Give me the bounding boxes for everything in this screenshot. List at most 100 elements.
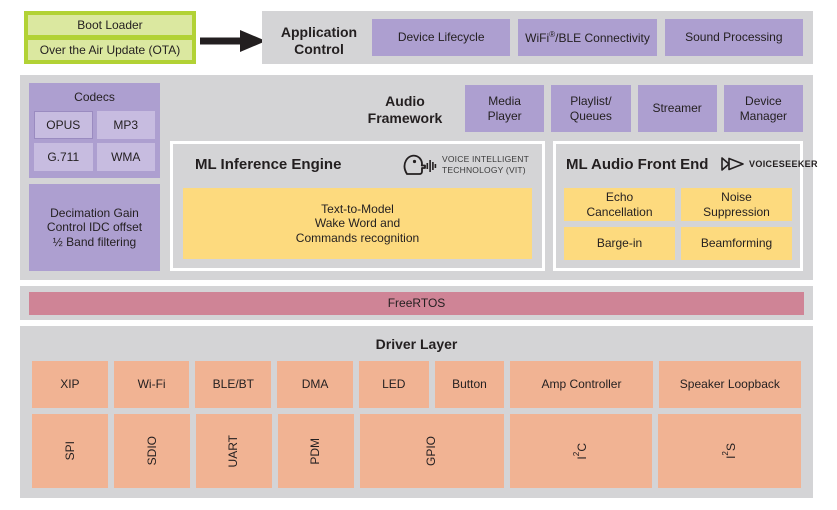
app-box-wifi-ble-connectivity[interactable]: WiFi®/BLE Connectivity [518,19,657,56]
rtos-container: FreeRTOS [20,286,813,320]
af-box-line2: Player [487,108,522,123]
mlafe-line1: Barge-in [596,236,643,251]
mlie-body-line3: Commands recognition [295,230,420,245]
af-box-streamer[interactable]: Streamer [637,85,717,132]
ml-inference-engine-panel: ML Inference Engine VOICE INTELLIGENT TE… [170,141,545,271]
driver-box-spi[interactable]: SPI [32,414,108,488]
codec-label: WMA [111,149,141,164]
mlafe-line1: Echo [605,189,634,204]
app-box-device-lifecycle[interactable]: Device Lifecycle [372,19,511,56]
mlafe-line1: Noise [721,189,752,204]
ota-update-box: Over the Air Update (OTA) [28,40,192,60]
decimation-block: Decimation Gain Control IDC offset ½ Ban… [29,184,160,271]
driver-box-wifi[interactable]: Wi-Fi [113,361,190,408]
af-box-line1: Media [488,93,521,108]
codecs-block: Codecs OPUS MP3 G.711 WMA [29,83,160,178]
driver-box-xip[interactable]: XIP [32,361,108,408]
driver-box-gpio[interactable]: GPIO [359,414,504,488]
mlie-body-line2: Wake Word and [314,216,401,231]
app-box-label: Device Lifecycle [397,30,485,45]
codec-cell-g711[interactable]: G.711 [34,143,93,171]
i2s-sup: 2 [720,451,730,456]
ota-update-label: Over the Air Update (OTA) [39,42,181,57]
app-title-line1: Application [280,24,358,40]
driver-box-uart[interactable]: UART [195,414,272,488]
mlafe-cell-beamforming[interactable]: Beamforming [681,227,792,260]
driver-box-sdio[interactable]: SDIO [113,414,190,488]
freertos-bar: FreeRTOS [29,292,804,315]
driver-box-label: UART [226,434,241,468]
af-box-line1: Playlist/ [570,93,612,108]
voiceseeker-chevron-icon [721,157,744,171]
codec-cell-mp3[interactable]: MP3 [96,111,155,139]
codecs-grid: OPUS MP3 G.711 WMA [34,111,155,171]
driver-box-led[interactable]: LED [358,361,429,408]
af-title-line1: Audio [385,93,425,109]
af-box-line1: Streamer [652,101,702,116]
af-box-line1: Device [745,93,782,108]
codec-label: MP3 [113,117,139,132]
mlafe-line2: Cancellation [586,204,653,219]
driver-box-button[interactable]: Button [434,361,505,408]
driver-box-label: Amp Controller [541,377,622,392]
i2c-post: C [575,442,590,452]
driver-box-label: PDM [308,437,323,465]
decimation-line2: Control IDC offset [46,220,143,235]
af-box-playlist-queues[interactable]: Playlist/Queues [551,85,631,132]
codecs-column: Codecs OPUS MP3 G.711 WMA [29,83,160,271]
codecs-title-label: Codecs [74,90,115,105]
driver-layer-container: Driver Layer XIP Wi-Fi BLE/BT DMA LED Bu… [20,326,813,498]
app-box-label: WiFi®/BLE Connectivity [525,30,650,46]
driver-box-label: GPIO [424,435,439,466]
driver-box-i2c[interactable]: I2C [509,414,653,488]
voiceseeker-text: VOICESEEKER [749,159,818,169]
app-title-line2: Control [294,40,344,57]
vit-logo: VOICE INTELLIGENT TECHNOLOGY (VIT) [403,152,529,178]
ml-inference-engine-title: ML Inference Engine [195,156,341,174]
mlafe-line1: Beamforming [700,236,773,251]
driver-box-label: Wi-Fi [137,377,166,392]
i2s-post: S [723,443,738,452]
af-box-line2: Queues [569,108,612,123]
driver-layer-bottom-row: SPI SDIO UART PDM GPIO I2C I2S [32,414,801,488]
codec-cell-wma[interactable]: WMA [96,143,155,171]
codec-cell-opus[interactable]: OPUS [34,111,93,139]
driver-box-label: I2C [572,443,590,460]
i2c-sup: 2 [572,451,582,456]
driver-box-label: XIP [60,377,80,392]
boot-loader-box: Boot Loader [28,15,192,35]
driver-box-pdm[interactable]: PDM [277,414,354,488]
driver-box-i2s[interactable]: I2S [658,414,801,488]
driver-box-label: SPI [62,441,77,461]
driver-layer-top-row: XIP Wi-Fi BLE/BT DMA LED Button Amp Cont… [32,361,802,408]
driver-box-amp-controller[interactable]: Amp Controller [510,361,653,408]
decimation-line3: ½ Band filtering [52,234,137,249]
af-box-line2: Manager [739,108,788,123]
app-box-sound-processing[interactable]: Sound Processing [664,19,803,56]
vit-logo-text: VOICE INTELLIGENT TECHNOLOGY (VIT) [442,154,529,175]
audio-framework-container: Codecs OPUS MP3 G.711 WMA [20,75,818,280]
freertos-label: FreeRTOS [387,296,446,311]
application-control-row: Application Control Device Lifecycle WiF… [262,11,813,64]
driver-layer-title-label: Driver Layer [375,336,458,352]
driver-box-speaker-loopback[interactable]: Speaker Loopback [658,361,802,408]
voiceseeker-logo: VOICESEEKER [721,157,818,171]
flow-arrow-right [200,30,266,52]
driver-box-label: SDIO [144,436,159,466]
driver-box-dma[interactable]: DMA [277,361,353,408]
application-control-title: Application Control [274,24,364,58]
codec-label: OPUS [46,117,81,132]
driver-box-ble-bt[interactable]: BLE/BT [195,361,272,408]
driver-box-label: DMA [301,377,329,392]
mlafe-cell-barge-in[interactable]: Barge-in [564,227,675,260]
driver-box-label: LED [382,377,406,392]
af-title-line2: Framework [367,109,443,126]
vit-line1: VOICE INTELLIGENT [442,154,530,165]
driver-box-label: Speaker Loopback [679,377,780,392]
mlie-body-line1: Text-to-Model [321,201,394,216]
